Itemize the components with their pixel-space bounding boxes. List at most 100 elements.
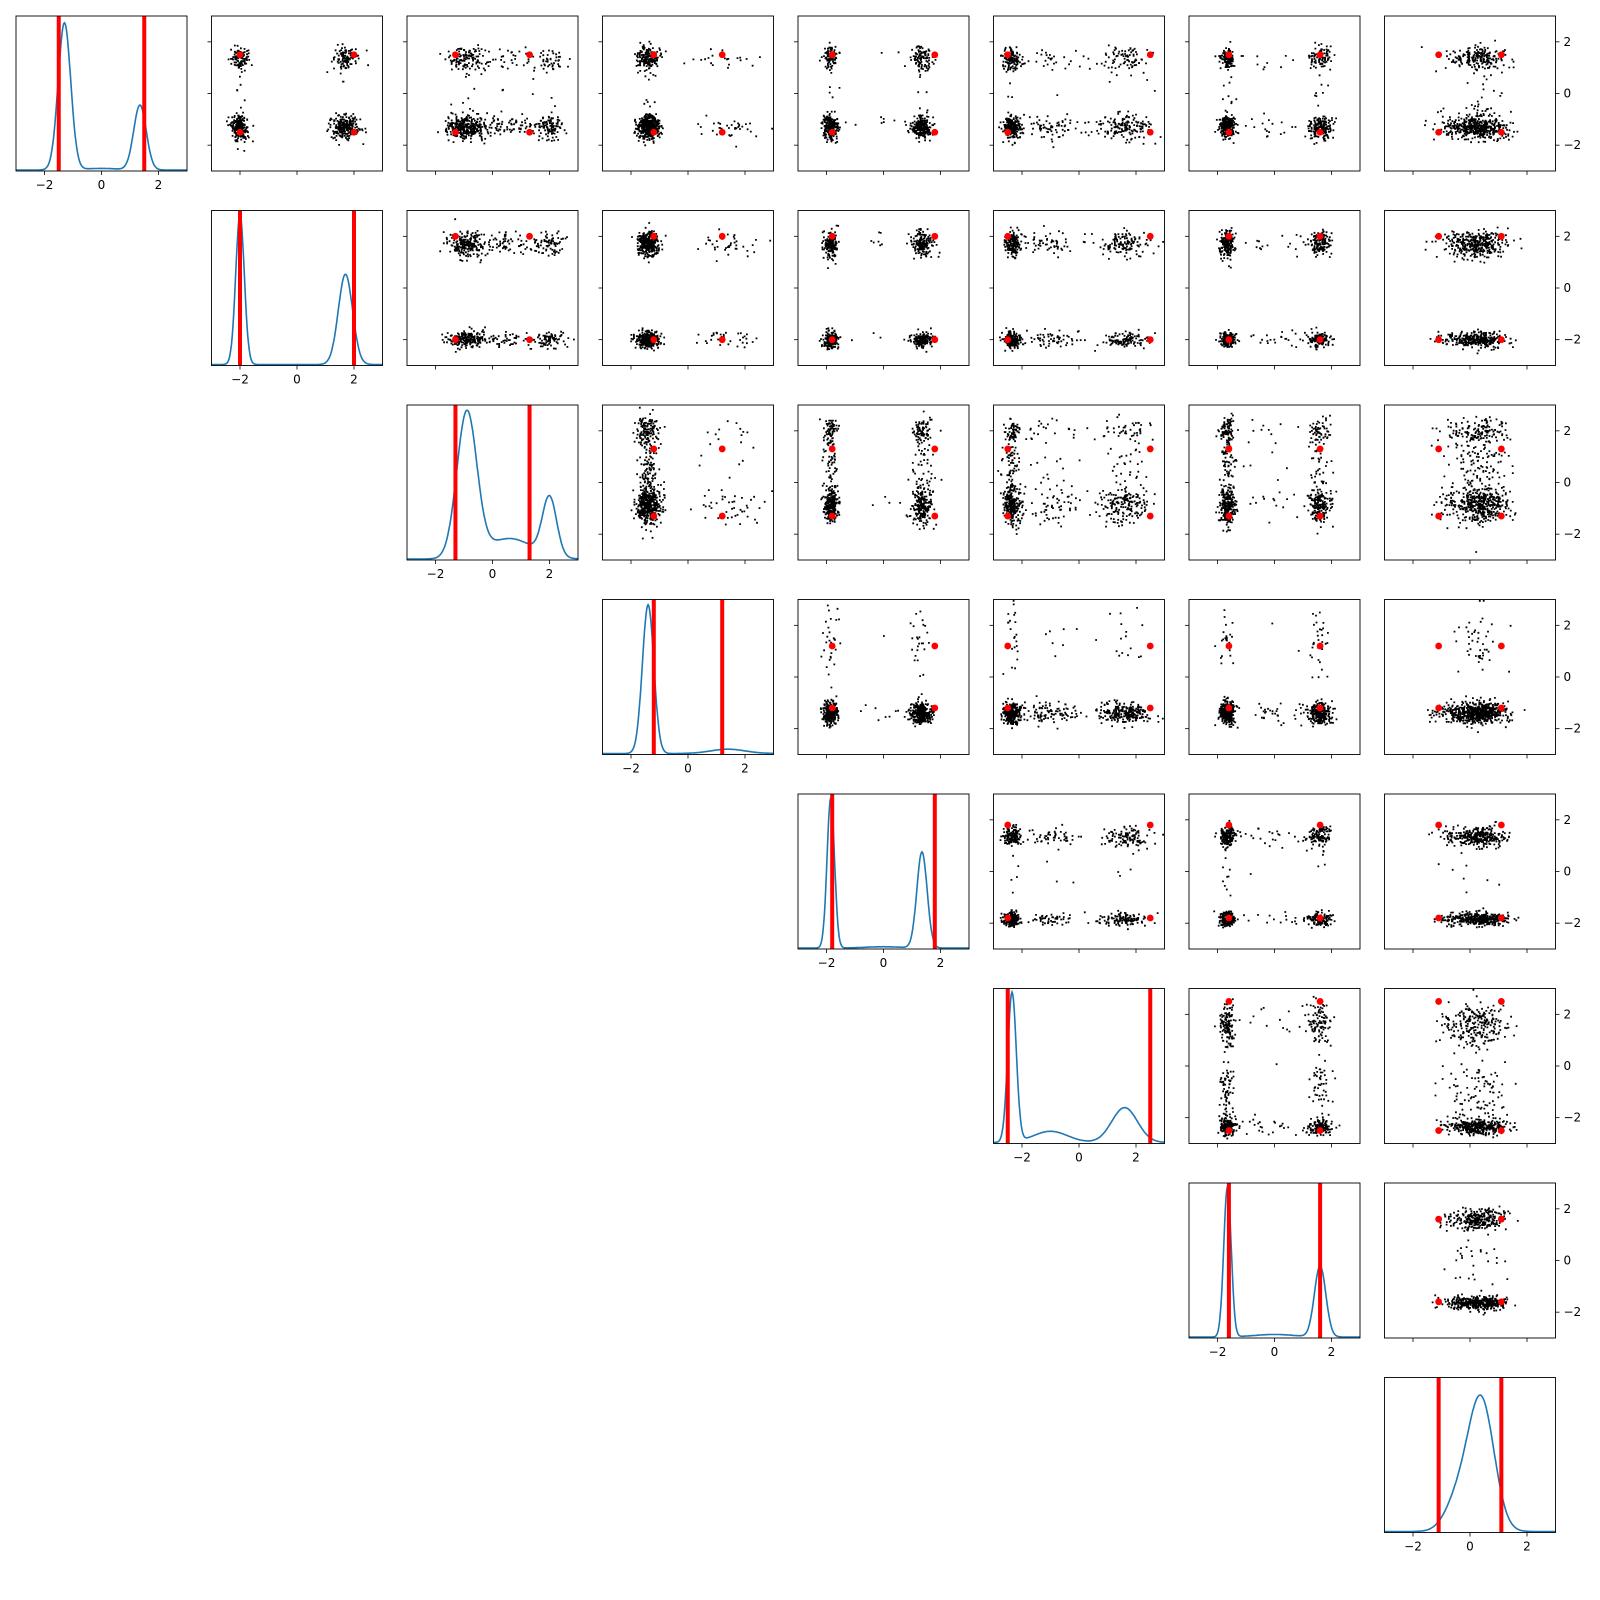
panel-2-3 [598,404,774,564]
marker-point-2-7-01 [1435,445,1443,453]
x-tick-label: −2 [818,956,836,970]
scatter-points-0-7 [1420,39,1519,144]
marker-point-2-6-11 [1316,445,1324,453]
marker-point-1-4-01 [828,232,836,240]
marker-point-1-2-01 [452,232,459,240]
marker-point-0-6-10 [1316,128,1324,136]
density-line-3 [602,603,774,755]
y-tick-label: 2 [1564,424,1572,438]
panel-frame-1-7 [1384,210,1556,366]
panel-1-4 [794,210,970,370]
marker-point-4-6-00 [1225,914,1233,922]
marker-point-0-4-00 [828,128,836,136]
marker-point-1-7-01 [1435,232,1443,240]
x-tick-label: −2 [231,373,249,387]
panel-frame-1-4 [797,210,970,366]
panel-0-5 [989,15,1165,175]
marker-point-0-2-11 [526,51,533,59]
density-line-7 [1384,1394,1556,1533]
marker-point-0-7-11 [1497,51,1505,59]
x-tick-label: 0 [1466,1540,1474,1554]
panel-frame-0-4 [797,15,970,172]
panel-frame-3-6 [1188,599,1361,755]
scatter-points-2-5 [997,413,1156,535]
scatter-points-1-7 [1424,226,1523,355]
x-tick-label: 2 [546,567,554,581]
scatter-points-4-6 [1213,819,1336,929]
y-tick-label: 2 [1564,813,1572,827]
marker-point-2-6-00 [1225,512,1233,520]
marker-point-6-7-01 [1435,1215,1443,1223]
x-tick-label: −2 [36,178,54,192]
marker-point-3-6-01 [1225,642,1233,650]
marker-point-1-5-01 [1004,232,1012,240]
scatter-points-0-1 [226,43,369,152]
marker-point-4-5-01 [1004,821,1012,829]
panel-4-7: −202 [1384,793,1581,953]
panel-1-3 [598,210,774,370]
marker-point-2-4-01 [828,445,836,453]
marker-point-3-6-00 [1225,704,1233,712]
panel-frame-2-2 [406,404,579,561]
marker-point-4-6-01 [1225,821,1233,829]
scatter-points-0-5 [998,44,1162,149]
marker-point-3-7-01 [1435,642,1443,650]
panel-0-7: −202 [1384,15,1582,175]
panel-0-2 [403,15,579,175]
marker-point-3-5-00 [1004,704,1012,712]
marker-point-0-2-00 [452,128,459,136]
marker-point-0-7-10 [1497,128,1505,136]
marker-point-3-7-10 [1497,704,1505,712]
marker-point-0-4-10 [931,128,939,136]
marker-point-1-2-11 [526,232,533,240]
y-tick-label: 0 [1564,281,1572,295]
y-tick-label: 2 [1564,35,1572,49]
marker-point-2-3-00 [650,512,658,520]
marker-point-0-7-01 [1435,51,1443,59]
panel-frame-2-5 [993,404,1165,561]
panel-frame-4-4 [797,793,970,950]
marker-point-5-7-01 [1435,998,1443,1005]
panel-3-6 [1185,599,1361,759]
y-tick-label: −2 [1564,138,1582,152]
panel-3-7: −202 [1384,599,1581,759]
y-tick-label: −2 [1564,1111,1582,1125]
density-line-5 [993,989,1165,1144]
marker-point-2-7-10 [1497,512,1505,520]
y-tick-label: 0 [1564,476,1572,490]
y-tick-label: 2 [1564,1007,1572,1021]
y-tick-label: 0 [1564,1059,1572,1073]
panel-frame-0-7 [1384,15,1556,172]
x-tick-label: −2 [427,567,445,581]
y-tick-label: 0 [1564,865,1572,879]
marker-point-0-1-10 [350,128,358,136]
marker-point-2-6-10 [1316,512,1324,520]
marker-point-3-4-11 [931,642,939,650]
density-line-6 [1189,1183,1360,1338]
marker-point-5-6-01 [1225,998,1233,1005]
scatter-points-1-3 [630,222,772,352]
marker-point-0-1-00 [236,128,244,136]
scatter-points-2-4 [819,410,943,530]
marker-point-1-5-10 [1146,336,1154,344]
scatter-points-2-6 [1215,412,1338,535]
marker-point-2-5-11 [1146,445,1154,453]
y-tick-label: −2 [1564,333,1582,347]
scatter-points-3-6 [1214,609,1338,729]
marker-point-1-4-00 [828,336,836,344]
panel-frame-5-6 [1188,988,1361,1144]
panel-frame-1-1 [211,210,383,366]
marker-point-4-6-11 [1316,821,1324,829]
marker-point-4-5-10 [1146,914,1154,922]
panel-4-5 [989,793,1165,953]
panel-frame-4-6 [1188,793,1361,950]
y-tick-label: 2 [1564,1202,1572,1216]
marker-point-0-3-11 [718,51,726,59]
marker-point-3-4-00 [828,704,836,712]
panel-0-3 [598,15,774,175]
density-line-1 [211,211,383,366]
scatter-points-1-4 [818,224,941,353]
panel-frame-7-7 [1384,1377,1556,1533]
marker-point-0-2-01 [452,51,459,59]
